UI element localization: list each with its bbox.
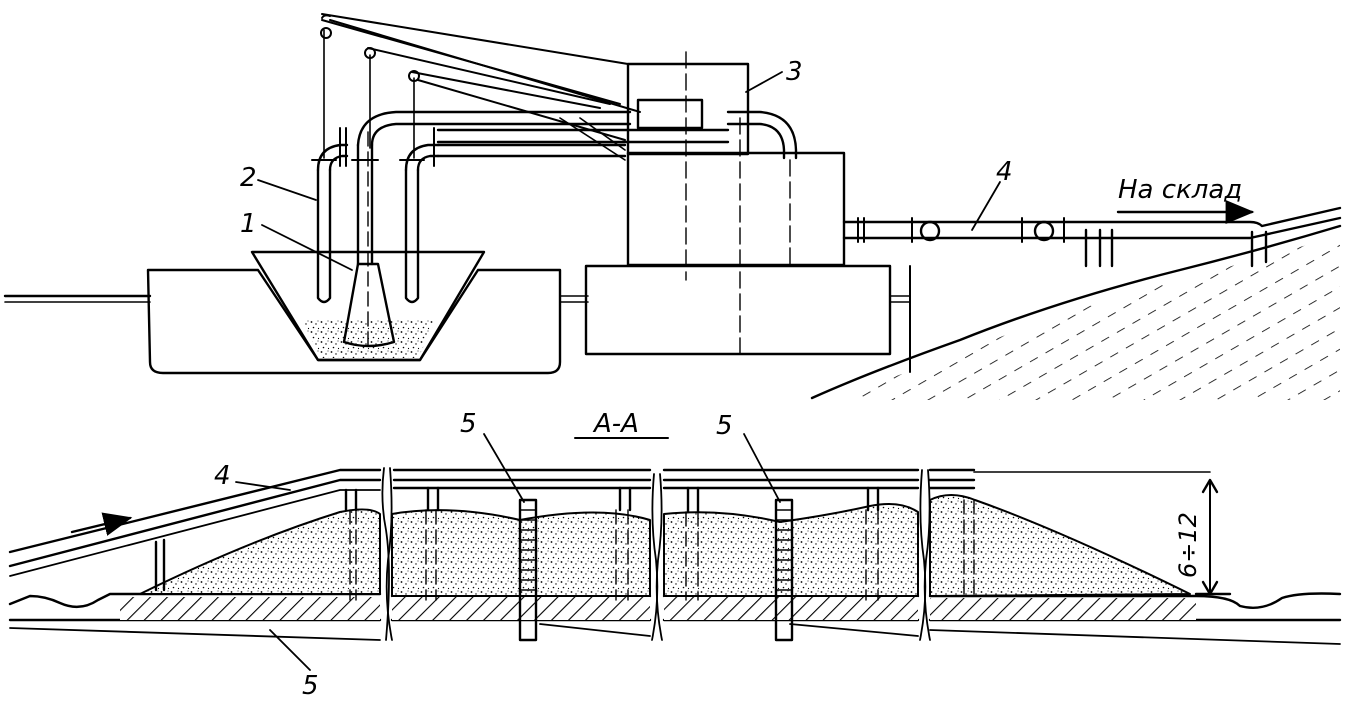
discharge-pipeline (842, 206, 1342, 268)
section-ground (8, 592, 1342, 645)
support-column-b (774, 498, 794, 642)
flow-arrow (70, 512, 133, 536)
section-centerlines (349, 499, 975, 601)
leader-lines-lower (235, 433, 781, 671)
label-hydrocyclone: 1 (240, 209, 257, 239)
label-height: 6÷12 (1174, 512, 1202, 578)
label-to-storage: На склад (1118, 175, 1242, 205)
section-breaks (381, 467, 931, 641)
height-dimension (1194, 478, 1232, 596)
hydrocyclone (342, 131, 396, 351)
shore-embankment (810, 224, 1342, 400)
water-surface (3, 294, 911, 303)
hoist-boom (320, 13, 641, 161)
label-section: А-А (592, 409, 639, 439)
suction-pipes (316, 110, 632, 304)
pipe-flanges (311, 127, 435, 167)
support-column-a (518, 498, 538, 642)
label-support-a: 5 (460, 409, 477, 439)
label-pump: 3 (786, 57, 803, 87)
pump-unit (626, 51, 846, 361)
left-barge (146, 268, 562, 375)
leader-lines-upper (257, 71, 1001, 271)
label-pipeline-bottom: 4 (214, 461, 231, 491)
label-pipe: 2 (240, 163, 257, 193)
overhead-pipes (392, 468, 1211, 514)
sand-piles (139, 494, 1191, 597)
label-pipeline-top: 4 (996, 157, 1013, 187)
right-pontoon (584, 264, 892, 356)
header-pipes (436, 110, 798, 160)
label-drain: 5 (302, 671, 319, 701)
label-support-b: 5 (716, 411, 733, 441)
